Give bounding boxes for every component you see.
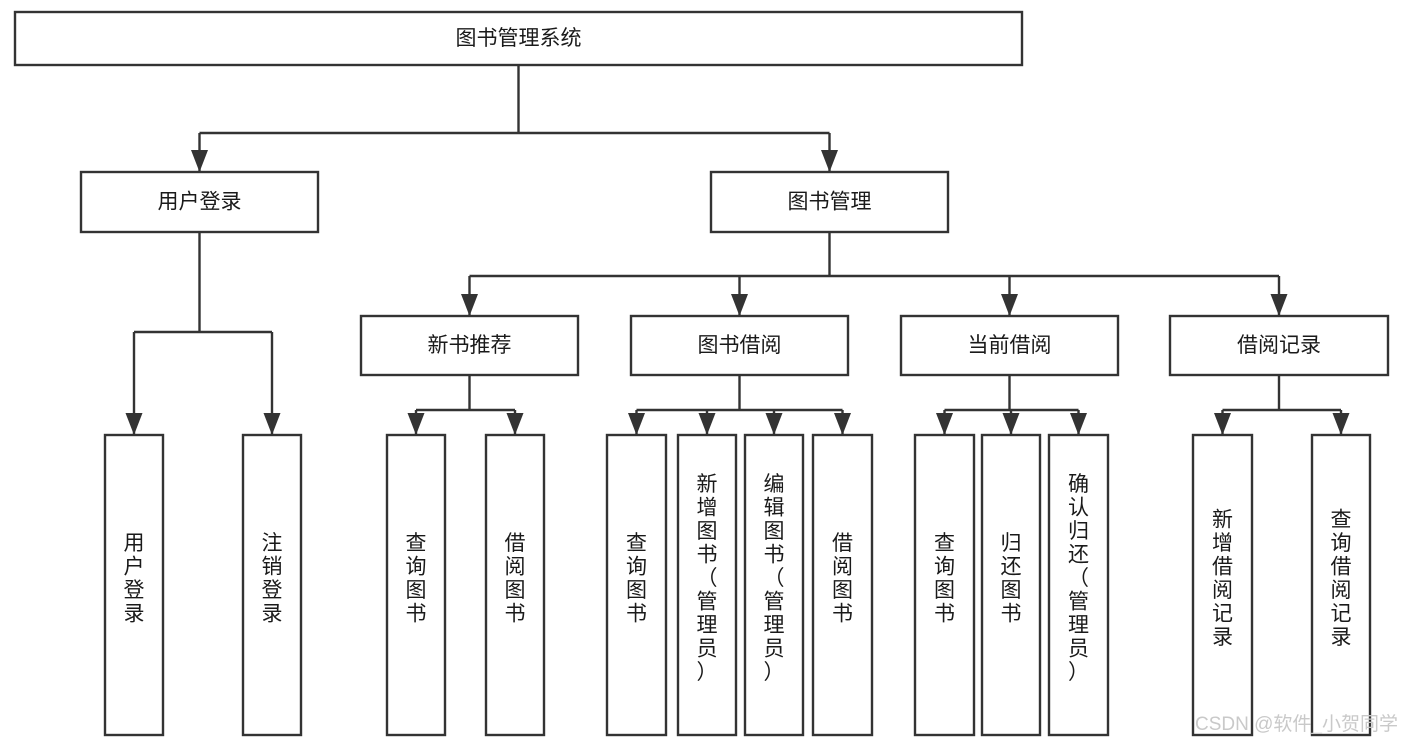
arrow-head-leaf-edit-book (765, 413, 783, 435)
node-label-leaf-add-borrow-record: 新增借阅记录 (1212, 508, 1233, 649)
node-box-leaf-add-borrow-record[interactable] (1191, 433, 1254, 737)
node-box-new-book-recommend[interactable] (359, 314, 580, 377)
node-label-leaf-add-book: 新增图书（管理员） (697, 473, 718, 684)
node-label-new-book-recommend: 新书推荐 (428, 334, 512, 357)
arrow-head-leaf-add-book (698, 413, 716, 435)
node-box-root[interactable] (13, 10, 1024, 67)
node-label-book-management: 图书管理 (788, 191, 872, 214)
node-label-leaf-query-book-borrow: 查询图书 (626, 532, 647, 626)
arrow-head-leaf-query-book-recommend (407, 413, 425, 435)
node-label-borrow-record: 借阅记录 (1237, 334, 1321, 357)
arrow-head-leaf-query-book-current (936, 413, 953, 435)
arrow-head-leaf-logout (263, 413, 281, 435)
node-box-leaf-confirm-return[interactable] (1047, 433, 1110, 737)
watermark-label: CSDN @软件_小贺同学 (1195, 713, 1398, 735)
node-user-login[interactable]: 用户登录 (79, 170, 320, 234)
arrow-head-leaf-query-book-borrow (628, 413, 645, 435)
node-label-leaf-query-book-current: 查询图书 (934, 532, 955, 626)
node-box-book-management[interactable] (709, 170, 950, 234)
node-box-leaf-query-book-recommend[interactable] (385, 433, 447, 737)
arrow-head-leaf-return-book (1002, 413, 1020, 435)
node-box-leaf-borrow-book-recommend[interactable] (484, 433, 546, 737)
node-label-leaf-edit-book: 编辑图书（管理员） (764, 473, 785, 684)
node-label-leaf-query-book-recommend: 查询图书 (406, 532, 427, 626)
node-label-user-login: 用户登录 (158, 191, 242, 214)
node-box-leaf-add-book[interactable] (676, 433, 738, 737)
node-box-leaf-logout[interactable] (241, 433, 303, 737)
node-label-root: 图书管理系统 (456, 27, 582, 50)
node-root[interactable]: 图书管理系统 (13, 10, 1024, 67)
node-box-leaf-query-borrow-record[interactable] (1310, 433, 1372, 737)
node-label-leaf-return-book: 归还图书 (1001, 532, 1022, 626)
arrow-head-book-management (821, 150, 838, 172)
arrow-head-book-borrow (731, 294, 748, 316)
node-box-leaf-borrow-book[interactable] (811, 433, 874, 737)
arrow-head-leaf-query-borrow-record (1332, 413, 1350, 435)
node-leaf-edit-book[interactable]: 编辑图书（管理员） (743, 433, 805, 737)
node-label-leaf-logout: 注销登录 (262, 532, 283, 626)
arrow-head-leaf-borrow-book-recommend (506, 413, 524, 435)
node-box-leaf-user-login[interactable] (103, 433, 165, 737)
arrow-head-new-book-recommend (461, 294, 478, 316)
arrow-head-leaf-borrow-book (834, 413, 851, 435)
arrow-head-leaf-add-borrow-record (1214, 413, 1231, 435)
arrow-head-user-login (191, 150, 208, 172)
node-box-leaf-query-book-current[interactable] (913, 433, 976, 737)
node-leaf-user-login[interactable]: 用户登录 (103, 433, 165, 737)
arrow-head-borrow-record (1270, 294, 1288, 316)
node-label-leaf-borrow-book-recommend: 借阅图书 (505, 532, 526, 626)
node-label-leaf-query-borrow-record: 查询借阅记录 (1331, 508, 1352, 649)
node-box-borrow-record[interactable] (1168, 314, 1390, 377)
node-box-leaf-query-book-borrow[interactable] (605, 433, 668, 737)
node-box-current-borrow[interactable] (899, 314, 1120, 377)
connectors-layer (125, 65, 1350, 435)
node-current-borrow[interactable]: 当前借阅 (899, 314, 1120, 377)
node-leaf-borrow-book[interactable]: 借阅图书 (811, 433, 874, 737)
boxes-layer: 图书管理系统用户登录图书管理新书推荐图书借阅当前借阅借阅记录用户登录注销登录查询… (13, 10, 1390, 737)
node-leaf-query-book-current[interactable]: 查询图书 (913, 433, 976, 737)
node-book-management[interactable]: 图书管理 (709, 170, 950, 234)
node-new-book-recommend[interactable]: 新书推荐 (359, 314, 580, 377)
node-box-book-borrow[interactable] (629, 314, 850, 377)
node-leaf-add-book[interactable]: 新增图书（管理员） (676, 433, 738, 737)
node-borrow-record[interactable]: 借阅记录 (1168, 314, 1390, 377)
node-label-leaf-confirm-return: 确认归还（管理员） (1068, 473, 1089, 684)
node-leaf-query-book-borrow[interactable]: 查询图书 (605, 433, 668, 737)
node-label-book-borrow: 图书借阅 (698, 334, 782, 357)
arrow-head-current-borrow (1001, 294, 1018, 316)
node-label-current-borrow: 当前借阅 (968, 334, 1052, 357)
node-leaf-logout[interactable]: 注销登录 (241, 433, 303, 737)
arrow-head-leaf-user-login (125, 413, 143, 435)
node-label-leaf-user-login: 用户登录 (124, 532, 145, 626)
node-book-borrow[interactable]: 图书借阅 (629, 314, 850, 377)
arrow-head-leaf-confirm-return (1070, 413, 1087, 435)
node-box-leaf-edit-book[interactable] (743, 433, 805, 737)
node-leaf-add-borrow-record[interactable]: 新增借阅记录 (1191, 433, 1254, 737)
node-box-user-login[interactable] (79, 170, 320, 234)
node-label-leaf-borrow-book: 借阅图书 (832, 532, 853, 626)
node-leaf-query-book-recommend[interactable]: 查询图书 (385, 433, 447, 737)
node-leaf-borrow-book-recommend[interactable]: 借阅图书 (484, 433, 546, 737)
node-leaf-query-borrow-record[interactable]: 查询借阅记录 (1310, 433, 1372, 737)
node-leaf-return-book[interactable]: 归还图书 (980, 433, 1042, 737)
node-leaf-confirm-return[interactable]: 确认归还（管理员） (1047, 433, 1110, 737)
node-box-leaf-return-book[interactable] (980, 433, 1042, 737)
